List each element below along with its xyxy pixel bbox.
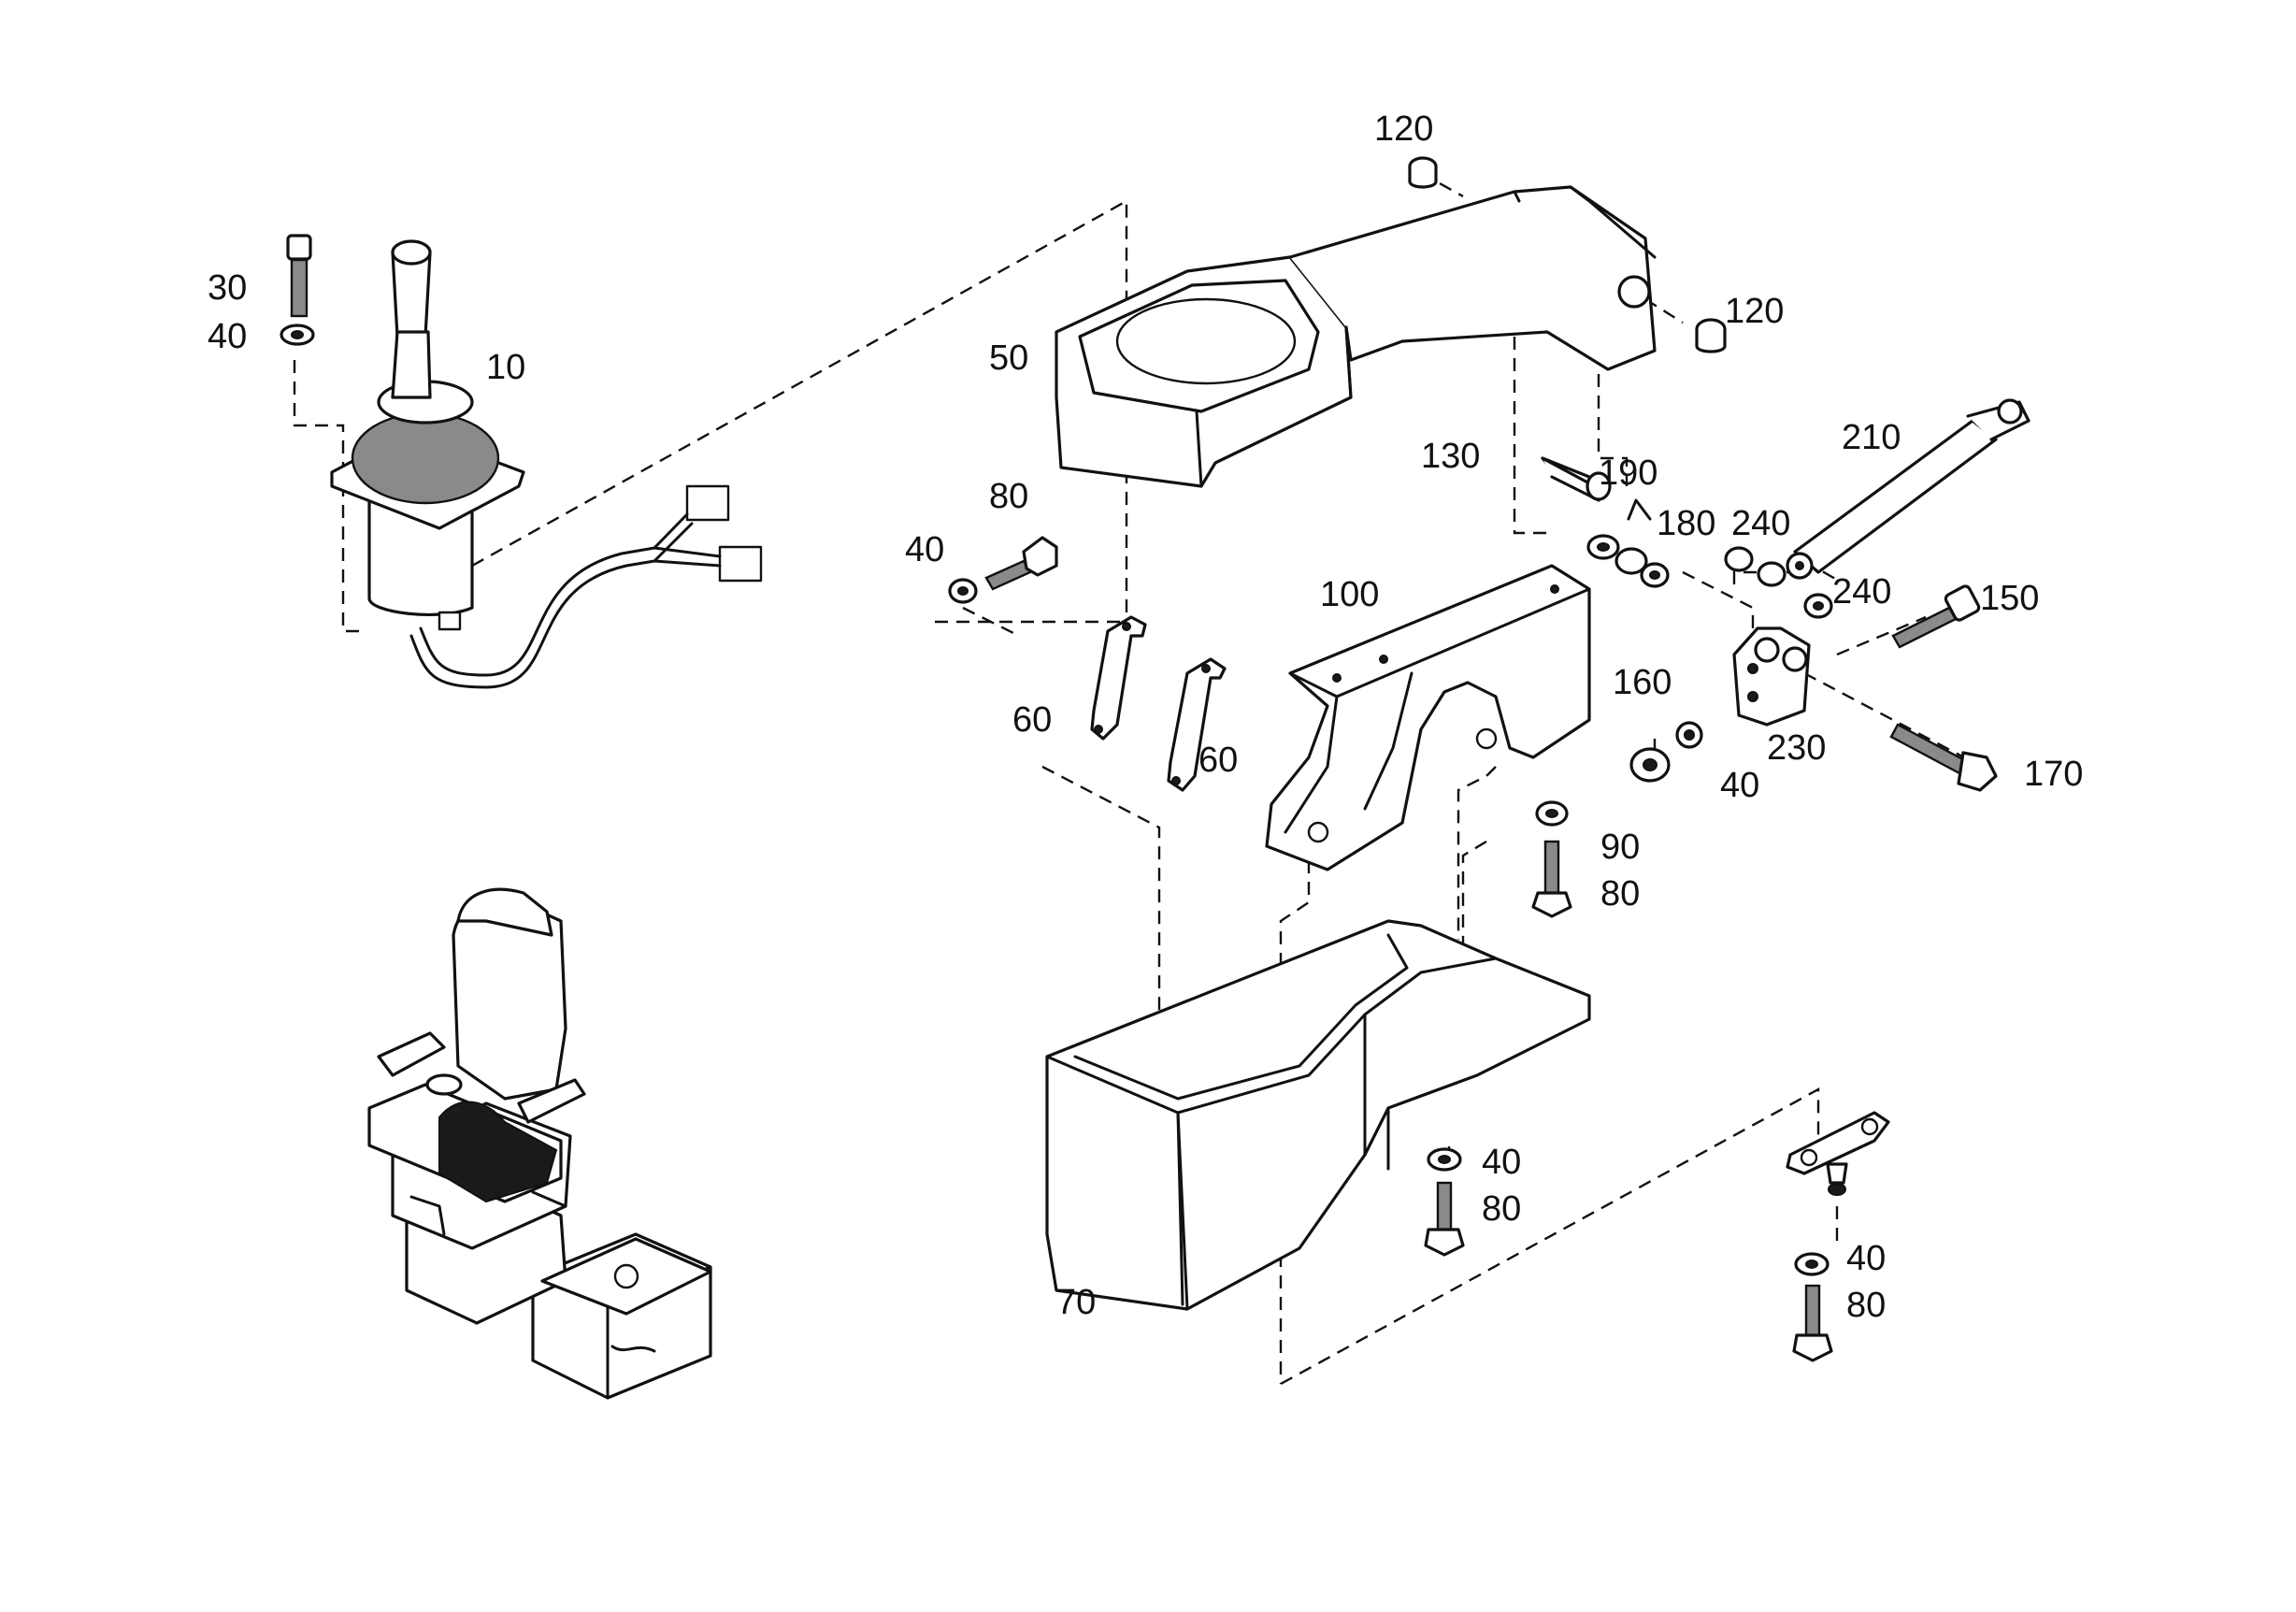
callout-40e: 40 (1846, 1239, 1886, 1278)
console-housing-icon (1045, 919, 1591, 1311)
nut-90-icon (1535, 800, 1569, 827)
mounting-plate-icon (1786, 1111, 1890, 1196)
callout-230: 230 (1767, 728, 1826, 768)
support-frame-icon (1265, 564, 1591, 871)
bracket-60b-icon (1167, 657, 1227, 792)
callout-70: 70 (1056, 1283, 1096, 1322)
callout-30: 30 (208, 268, 247, 308)
callout-120a: 120 (1374, 109, 1433, 149)
callout-90: 90 (1600, 828, 1640, 867)
callout-40a: 40 (208, 317, 247, 356)
callout-80a: 80 (989, 477, 1028, 516)
washer-40c-icon (1675, 721, 1703, 749)
bolt-30-icon (286, 234, 312, 318)
washer-40d-icon (1427, 1147, 1462, 1172)
hinge-bracket-icon (1732, 626, 1811, 727)
callout-240b: 240 (1832, 572, 1891, 612)
callout-80d: 80 (1846, 1286, 1886, 1325)
bushing-240b-icon (1803, 593, 1833, 619)
callout-labels: 120 120 30 40 10 50 130 190 180 210 240 … (208, 109, 2083, 1325)
callout-50: 50 (989, 338, 1028, 378)
gas-spring-icon (1786, 398, 2031, 580)
bushing-120a-icon (1408, 156, 1438, 189)
callout-100: 100 (1320, 575, 1379, 614)
callout-120b: 120 (1725, 292, 1784, 331)
callout-40d: 40 (1482, 1143, 1521, 1182)
callout-190: 190 (1599, 453, 1657, 493)
joystick-icon (330, 239, 763, 689)
callout-130: 130 (1421, 437, 1480, 476)
bolt-80b-icon (1531, 840, 1572, 918)
callout-160: 160 (1613, 663, 1672, 702)
callout-150: 150 (1980, 579, 2039, 618)
nut-180-icon (1614, 498, 1670, 588)
callout-40b: 40 (905, 530, 944, 569)
callout-80c: 80 (1482, 1189, 1521, 1229)
seat-assembly-icon (367, 887, 712, 1400)
armrest-top-icon (1055, 185, 1657, 488)
bushing-120b-icon (1695, 318, 1727, 353)
bolt-150-icon (1891, 584, 1981, 649)
bolt-80c-icon (1424, 1181, 1465, 1257)
callout-60a: 60 (1012, 700, 1052, 740)
bracket-60a-icon (1090, 615, 1147, 741)
bolt-170-icon (1889, 723, 1998, 792)
callout-210: 210 (1842, 418, 1901, 457)
washer-40a-icon (280, 324, 315, 346)
bushing-240a-icon (1724, 546, 1787, 587)
sleeve-130-icon (1541, 456, 1612, 502)
nut-160-icon (1629, 747, 1671, 783)
bolt-80d-icon (1792, 1284, 1833, 1362)
callout-240a: 240 (1731, 504, 1790, 543)
callout-10: 10 (486, 348, 525, 387)
callout-180: 180 (1657, 504, 1715, 543)
nut-190-icon (1586, 534, 1620, 560)
callout-80b: 80 (1600, 874, 1640, 914)
callout-60b: 60 (1198, 741, 1238, 780)
callout-40c: 40 (1720, 766, 1759, 805)
washer-40e-icon (1794, 1252, 1830, 1276)
callout-170: 170 (2024, 755, 2083, 794)
washer-40b-icon (948, 578, 978, 604)
bolt-80a-icon (984, 536, 1058, 591)
